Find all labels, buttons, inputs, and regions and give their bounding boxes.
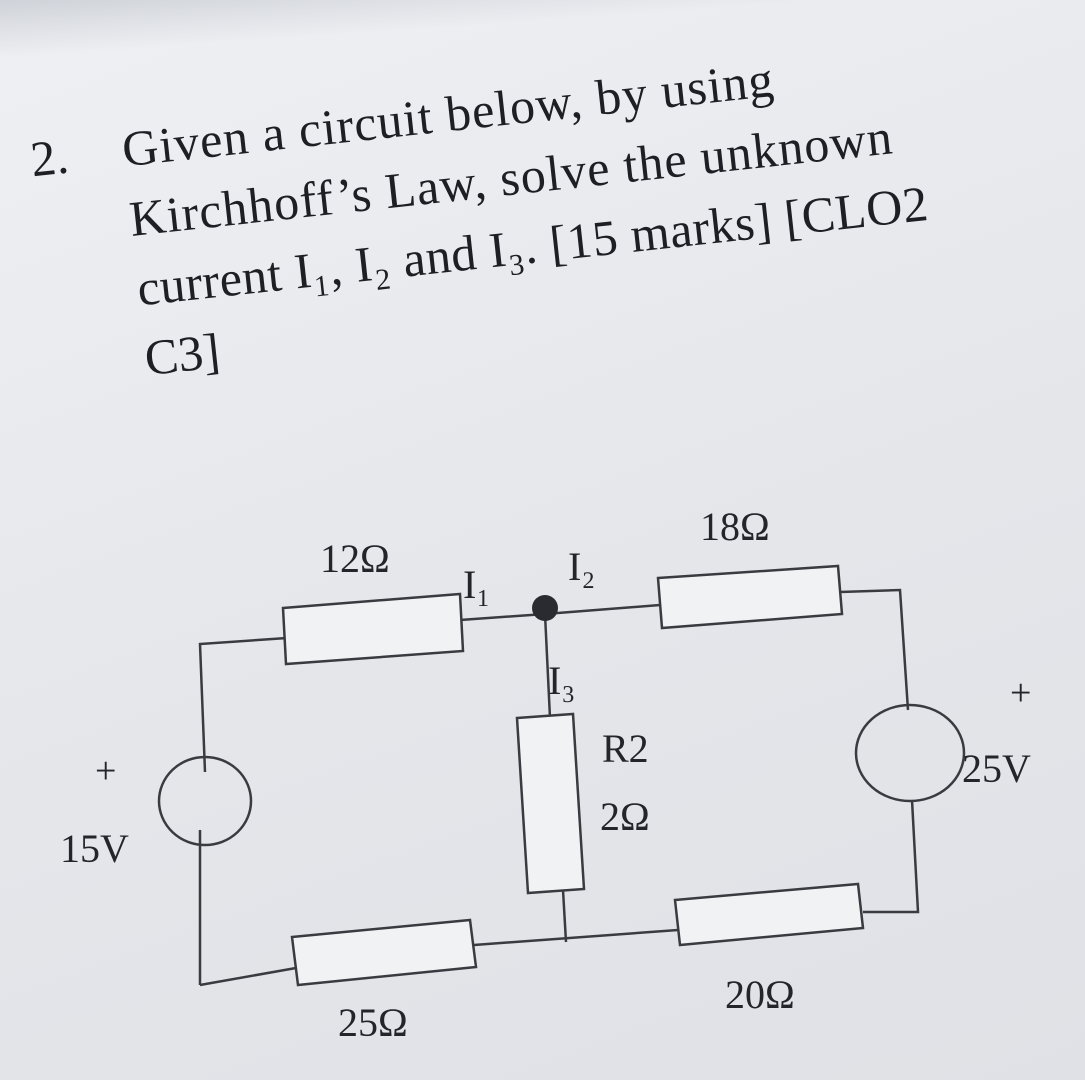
voltage-source-25v: [854, 703, 966, 803]
wire-top-right: [544, 603, 661, 616]
resistor-25ohm: [290, 918, 478, 987]
wire-bottom-middle: [473, 928, 679, 947]
page-shadow: [0, 0, 1085, 120]
wire-bottom-left: [199, 966, 297, 987]
resistor-20ohm: [673, 882, 865, 947]
wire-right-upper: [839, 588, 910, 711]
label-current-i2: I₂: [568, 544, 595, 589]
label-15v-plus: +: [95, 750, 116, 792]
label-r2-value: 2Ω: [600, 794, 650, 839]
label-25ohm: 25Ω: [338, 1000, 408, 1045]
label-current-i1: I₁: [463, 562, 490, 607]
voltage-source-15v: [157, 755, 253, 847]
label-12ohm: 12Ω: [320, 536, 390, 581]
resistor-r2: [515, 712, 586, 895]
label-25v-plus: +: [1010, 672, 1031, 714]
wire-left-upper: [198, 636, 288, 773]
junction-node: [532, 595, 558, 621]
label-25v: 25V: [962, 746, 1031, 791]
resistor-12ohm: [281, 592, 465, 666]
label-18ohm: 18Ω: [700, 504, 770, 549]
label-15v: 15V: [60, 826, 129, 871]
wire-top-left: [459, 612, 546, 622]
label-20ohm: 20Ω: [725, 972, 795, 1017]
wire-middle-upper: [543, 613, 552, 719]
wire-right-lower: [863, 799, 920, 914]
label-current-i3: I₃: [548, 658, 575, 703]
label-r2-name: R2: [602, 726, 649, 771]
wire-middle-lower: [561, 889, 568, 943]
resistor-18ohm: [656, 564, 844, 630]
